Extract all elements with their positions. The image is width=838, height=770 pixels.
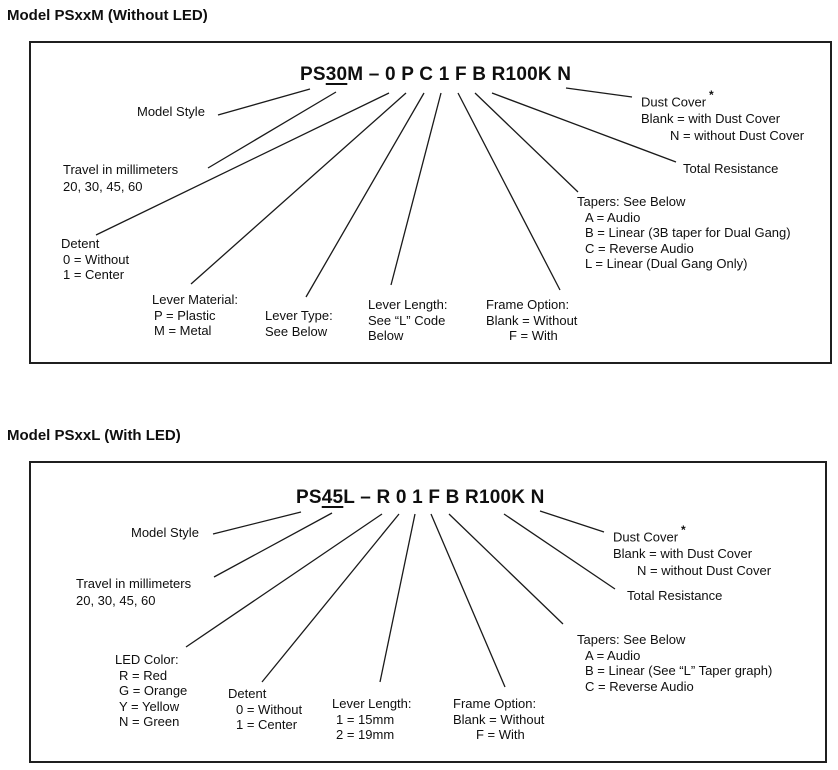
part-number-prefix: PS [296, 487, 322, 508]
callout-lever-material-1: Lever Material: P = Plastic M = Metal [152, 292, 238, 339]
callout-option: P = Plastic [154, 307, 216, 323]
callout-label: Lever Length: [332, 696, 412, 711]
dust-cover-title: Dust Cover [613, 529, 679, 545]
part-number-rest: L – R 0 1 F B R100K N [343, 487, 545, 508]
callout-label: Tapers: See Below [577, 632, 686, 647]
part-number-psxxm: PS30M – 0 P C 1 F B R100K N [300, 64, 571, 86]
callout-label: Travel in millimeters [76, 576, 192, 591]
callout-label: Dust Cover* [613, 523, 771, 545]
callout-option: F = With [476, 727, 525, 742]
callout-label: Lever Material: [152, 292, 238, 307]
callout-option: Blank = with Dust Cover [641, 111, 781, 127]
callout-value: Below [368, 328, 404, 343]
callout-frame-option-1: Frame Option: Blank = Without F = With [486, 297, 577, 344]
callout-option: M = Metal [154, 323, 212, 338]
callout-option: Blank = Without [486, 312, 578, 328]
asterisk-footnote-marker: * [709, 88, 714, 102]
callout-option: F = With [509, 328, 558, 343]
part-number-travel-code: 30 [325, 64, 348, 85]
callout-model-style-1: Model Style [137, 104, 205, 120]
callout-value: See Below [265, 323, 328, 339]
callout-option: 2 = 19mm [336, 727, 395, 742]
callout-option: Blank = with Dust Cover [613, 546, 753, 562]
callout-option: N = Green [119, 714, 180, 729]
callout-total-resistance-1: Total Resistance [683, 161, 778, 177]
callout-label: Total Resistance [683, 161, 779, 176]
callout-label: Tapers: See Below [577, 194, 686, 209]
callout-label: LED Color: [115, 652, 179, 667]
callout-option: B = Linear (3B taper for Dual Gang) [585, 225, 791, 240]
part-number-psxxl: PS45L – R 0 1 F B R100K N [296, 487, 545, 509]
callout-option: Blank = Without [453, 711, 545, 727]
callout-led-color-2: LED Color: R = Red G = Orange Y = Yellow… [115, 652, 187, 730]
callout-model-style-2: Model Style [131, 525, 199, 541]
callout-frame-option-2: Frame Option: Blank = Without F = With [453, 696, 544, 743]
asterisk-footnote-marker: * [681, 523, 686, 537]
callout-detent-1: Detent 0 = Without 1 = Center [61, 236, 129, 283]
callout-label: Detent [61, 236, 100, 251]
callout-label: Lever Type: [265, 308, 333, 323]
callout-label: Lever Length: [368, 297, 448, 312]
callout-label: Travel in millimeters [63, 162, 179, 177]
callout-travel-1: Travel in millimeters 20, 30, 45, 60 [63, 161, 178, 195]
callout-label: Model Style [131, 525, 199, 540]
callout-option: R = Red [119, 667, 168, 683]
callout-label: Frame Option: [486, 297, 570, 312]
diagram-box-psxxl [29, 461, 827, 763]
callout-option: 0 = Without [63, 251, 130, 267]
callout-lever-type-1: Lever Type: See Below [265, 308, 333, 339]
callout-option: N = without Dust Cover [670, 128, 805, 144]
callout-option: 1 = Center [236, 717, 298, 732]
callout-value: 20, 30, 45, 60 [63, 179, 143, 194]
callout-value: See “L” Code [368, 312, 446, 328]
part-number-travel-code: 45 [321, 487, 344, 508]
callout-label: Model Style [137, 104, 205, 119]
section-heading-psxxl: Model PSxxL (With LED) [7, 427, 181, 444]
callout-label: Dust Cover* [641, 88, 804, 110]
callout-option: Y = Yellow [119, 698, 180, 714]
part-number-prefix: PS [300, 64, 326, 85]
callout-option: A = Audio [585, 209, 641, 225]
callout-option: A = Audio [585, 647, 641, 663]
callout-label: Detent [228, 686, 267, 701]
dust-cover-title: Dust Cover [641, 94, 707, 110]
callout-option: G = Orange [119, 683, 188, 698]
callout-tapers-1: Tapers: See Below A = Audio B = Linear (… [577, 194, 791, 272]
callout-label: Total Resistance [627, 588, 723, 603]
section-heading-psxxm: Model PSxxM (Without LED) [7, 7, 208, 24]
callout-lever-length-1: Lever Length: See “L” Code Below [368, 297, 448, 344]
callout-option: 0 = Without [236, 701, 303, 717]
callout-option: 1 = Center [63, 267, 125, 282]
part-number-rest: M – 0 P C 1 F B R100K N [347, 64, 572, 85]
callout-option: N = without Dust Cover [637, 563, 772, 579]
callout-tapers-2: Tapers: See Below A = Audio B = Linear (… [577, 632, 772, 694]
callout-lever-length-2: Lever Length: 1 = 15mm 2 = 19mm [332, 696, 412, 743]
callout-travel-2: Travel in millimeters 20, 30, 45, 60 [76, 575, 191, 609]
callout-option: C = Reverse Audio [585, 678, 694, 694]
callout-detent-2: Detent 0 = Without 1 = Center [228, 686, 302, 733]
callout-option: C = Reverse Audio [585, 240, 694, 256]
callout-dust-cover-2: Dust Cover* Blank = with Dust Cover N = … [613, 523, 772, 579]
callout-value: 20, 30, 45, 60 [76, 593, 156, 608]
callout-option: 1 = 15mm [336, 711, 395, 727]
callout-option: B = Linear (See “L” Taper graph) [585, 663, 773, 678]
callout-option: L = Linear (Dual Gang Only) [585, 256, 748, 271]
callout-label: Frame Option: [453, 696, 537, 711]
callout-total-resistance-2: Total Resistance [627, 588, 722, 604]
callout-dust-cover-1: Dust Cover* Blank = with Dust Cover N = … [641, 88, 805, 144]
